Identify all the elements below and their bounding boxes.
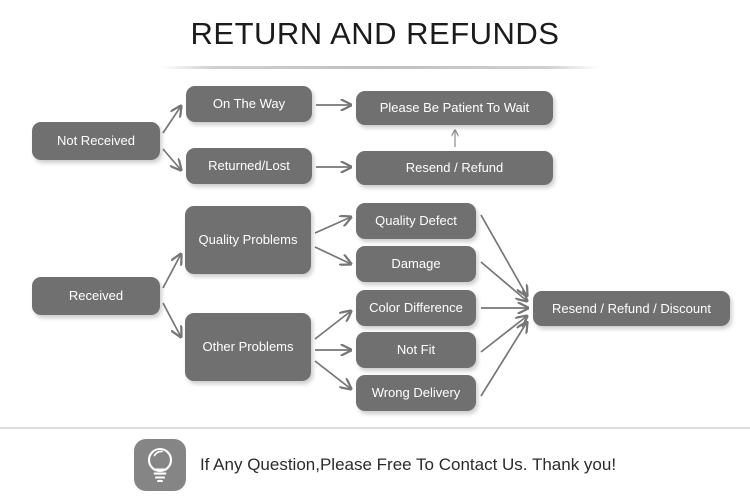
arrow-other-problems-to-color-difference — [314, 311, 351, 340]
arrow-quality-problems-to-damage — [314, 246, 351, 264]
arrow-quality-defect-to-result — [480, 214, 527, 296]
node-quality-problems[interactable]: Quality Problems — [185, 206, 311, 274]
node-color-difference[interactable]: Color Difference — [356, 290, 476, 326]
node-on-the-way[interactable]: On The Way — [186, 86, 312, 122]
footer-message: If Any Question,Please Free To Contact U… — [199, 455, 617, 474]
footer-divider — [0, 427, 750, 429]
node-returned-lost[interactable]: Returned/Lost — [186, 148, 312, 184]
arrow-quality-problems-to-quality-defect — [314, 217, 351, 234]
arrow-wrong-delivery-to-result — [480, 322, 527, 397]
node-quality-defect[interactable]: Quality Defect — [356, 203, 476, 239]
arrow-not-received-to-returned-lost — [162, 148, 181, 170]
node-resend-refund-discount[interactable]: Resend / Refund / Discount — [533, 291, 730, 326]
lightbulb-icon — [133, 439, 186, 491]
node-please-be-patient-to-wait[interactable]: Please Be Patient To Wait — [356, 91, 553, 125]
node-not-received[interactable]: Not Received — [32, 122, 160, 160]
node-not-fit[interactable]: Not Fit — [356, 332, 476, 368]
footer: If Any Question,Please Free To Contact U… — [0, 436, 750, 494]
arrow-other-problems-to-wrong-delivery — [314, 360, 351, 389]
arrow-damage-to-result — [480, 261, 527, 301]
node-damage[interactable]: Damage — [356, 246, 476, 282]
node-received[interactable]: Received — [32, 277, 160, 315]
arrow-received-to-other-problems — [162, 302, 181, 337]
node-other-problems[interactable]: Other Problems — [185, 313, 311, 381]
arrow-received-to-quality-problems — [162, 254, 181, 289]
title-divider — [160, 66, 600, 69]
arrow-not-received-to-on-the-way — [162, 106, 181, 134]
node-resend-refund[interactable]: Resend / Refund — [356, 151, 553, 185]
page-title: RETURN AND REFUNDS — [190, 16, 560, 51]
node-wrong-delivery[interactable]: Wrong Delivery — [356, 375, 476, 411]
